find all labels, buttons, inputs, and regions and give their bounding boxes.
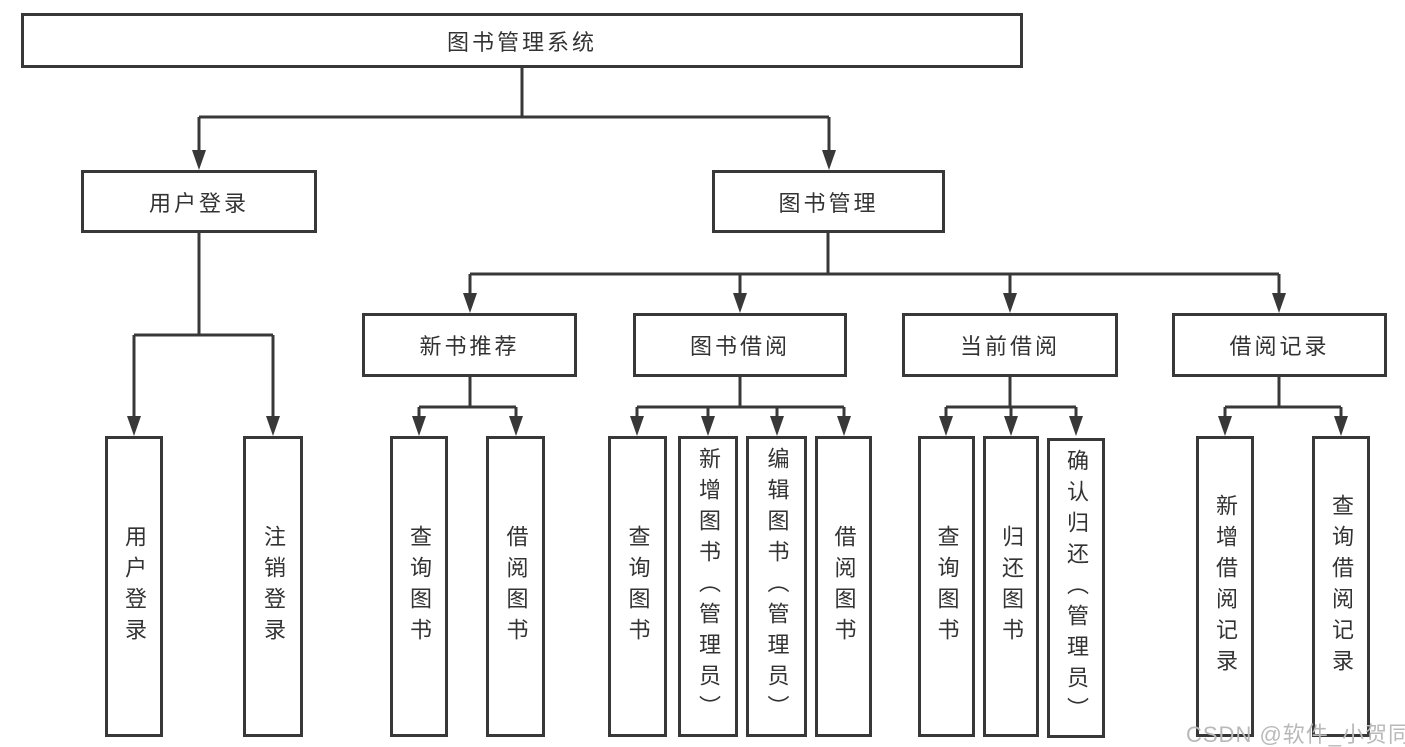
- watermark: CSDN @软件_小贺同学: [1186, 722, 1405, 747]
- leaf-confirm-return-admin: 确认归还（管理员）: [1047, 438, 1105, 738]
- leaf-add-books-admin: 新增图书（管理员）: [678, 436, 738, 737]
- leaf-borrowing-borrow-books: 借阅图书: [815, 436, 872, 737]
- leaf-user-login-label: 用户登录: [122, 524, 147, 649]
- leaf-user-login: 用户登录: [105, 436, 163, 737]
- node-book-borrowing: 图书借阅: [633, 313, 847, 377]
- leaf-current-query-books-label: 查询图书: [934, 524, 960, 649]
- node-borrowing-records-label: 借阅记录: [1229, 334, 1330, 359]
- leaf-confirm-return-admin-label: 确认归还（管理员）: [1064, 448, 1089, 728]
- node-user-login-label: 用户登录: [148, 190, 249, 216]
- node-book-management-label: 图书管理: [778, 190, 879, 216]
- node-new-book-recommendation: 新书推荐: [362, 313, 577, 377]
- node-current-borrowing: 当前借阅: [902, 313, 1118, 377]
- leaf-query-borrow-record-label: 查询借阅记录: [1329, 493, 1354, 680]
- leaf-add-borrow-record-label: 新增借阅记录: [1213, 493, 1238, 680]
- leaf-edit-books-admin-label: 编辑图书（管理员）: [764, 447, 790, 726]
- leaf-query-borrow-record: 查询借阅记录: [1312, 436, 1370, 737]
- node-current-borrowing-label: 当前借阅: [959, 334, 1060, 359]
- leaf-borrowing-query-books: 查询图书: [608, 436, 667, 737]
- node-book-management: 图书管理: [712, 170, 945, 233]
- leaf-add-borrow-record: 新增借阅记录: [1196, 436, 1254, 737]
- leaf-return-books-label: 归还图书: [999, 524, 1024, 649]
- node-book-borrowing-label: 图书借阅: [689, 334, 790, 359]
- node-user-login: 用户登录: [81, 170, 317, 233]
- leaf-logout-label: 注销登录: [261, 524, 286, 649]
- node-root: 图书管理系统: [21, 13, 1023, 68]
- node-borrowing-records: 借阅记录: [1172, 313, 1387, 377]
- leaf-edit-books-admin: 编辑图书（管理员）: [746, 436, 807, 737]
- leaf-recommend-query-books-label: 查询图书: [407, 524, 432, 649]
- leaf-borrowing-borrow-books-label: 借阅图书: [831, 524, 857, 649]
- leaf-recommend-borrow-books: 借阅图书: [486, 436, 545, 737]
- leaf-borrowing-query-books-label: 查询图书: [625, 524, 651, 649]
- leaf-recommend-query-books: 查询图书: [390, 436, 448, 737]
- leaf-return-books: 归还图书: [983, 436, 1039, 737]
- leaf-logout: 注销登录: [243, 436, 303, 737]
- node-new-book-recommendation-label: 新书推荐: [419, 334, 520, 359]
- leaf-current-query-books: 查询图书: [918, 436, 975, 737]
- node-root-label: 图书管理系统: [446, 29, 597, 55]
- leaf-recommend-borrow-books-label: 借阅图书: [503, 524, 529, 649]
- leaf-add-books-admin-label: 新增图书（管理员）: [696, 447, 721, 726]
